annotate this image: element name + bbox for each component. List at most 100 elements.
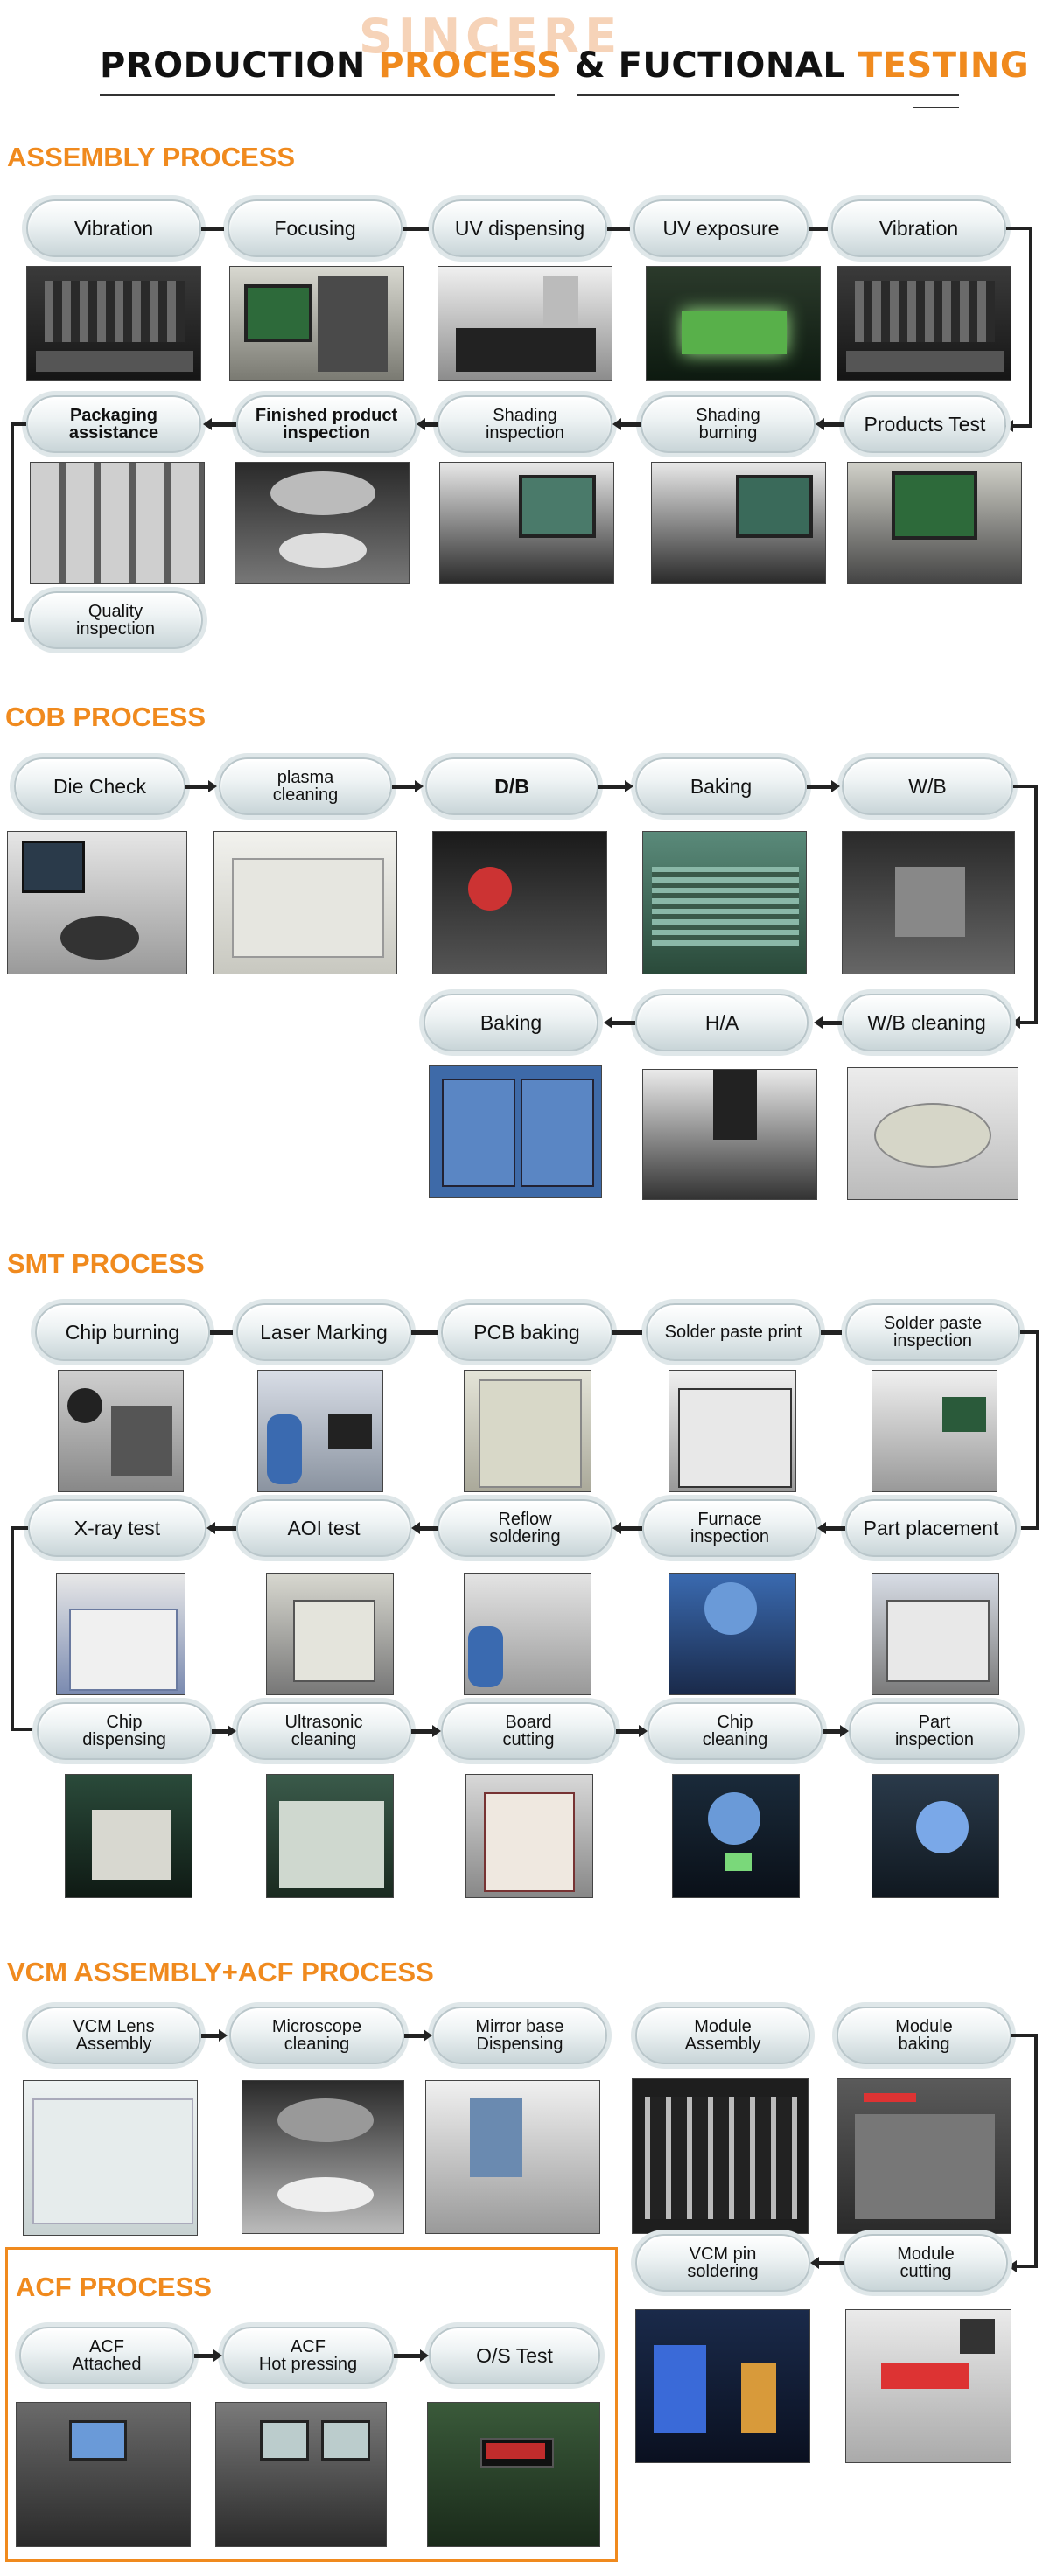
connector [10, 422, 14, 622]
smt-step-chip-burning: Chip burning [35, 1303, 210, 1361]
chip-cleaning-photo [672, 1774, 800, 1898]
connector [826, 1526, 845, 1531]
connector [807, 785, 833, 789]
assembly-step-finished-product-inspection: Finished product inspection [236, 395, 416, 453]
connector [10, 422, 26, 426]
connector [1020, 1330, 1040, 1334]
connector [425, 422, 438, 427]
vcm-section-title: VCM ASSEMBLY+ACF PROCESS [7, 1957, 434, 1987]
cob-step-baking-1: Baking [635, 757, 807, 815]
arrow-left-icon [206, 1522, 215, 1534]
smt-step-furnace-inspection: Furnace inspection [642, 1499, 817, 1557]
connector [1012, 2034, 1038, 2037]
cob-section-title: COB PROCESS [5, 702, 206, 732]
plasma-cleaning-photo [214, 831, 397, 974]
smt-step-chip-cleaning: Chip cleaning [648, 1702, 822, 1760]
acf-hot-pressing-photo [215, 2402, 387, 2547]
cob-step-db: D/B [425, 757, 598, 815]
connector [10, 1526, 14, 1731]
vcm-pin-soldering-photo [635, 2309, 810, 2463]
vcm-step-module-assembly: Module Assembly [635, 2007, 810, 2064]
connector [621, 1526, 642, 1531]
assembly-step-uv-exposure: UV exposure [634, 199, 808, 257]
vcm-step-mirror-base-dispensing: Mirror base Dispensing [432, 2007, 607, 2064]
acf-step-os-test: O/S Test [429, 2327, 600, 2384]
connector [394, 2354, 420, 2358]
connector [1017, 1526, 1040, 1530]
connector [411, 1729, 432, 1734]
arrow-left-icon [203, 418, 212, 430]
cob-step-wb-cleaning: W/B cleaning [842, 994, 1012, 1051]
smt-step-ultrasonic-cleaning: Ultrasonic cleaning [236, 1702, 411, 1760]
connector [411, 1330, 438, 1335]
connector [612, 1330, 642, 1335]
arrow-right-icon [214, 2349, 222, 2362]
title-underline-left [100, 94, 555, 96]
connector [822, 1729, 840, 1734]
connector [1034, 785, 1038, 1024]
arrow-right-icon [424, 2029, 432, 2042]
arrow-left-icon [810, 2257, 819, 2269]
smt-step-aoi-test: AOI test [236, 1499, 411, 1557]
connector [186, 785, 210, 789]
die-check-photo [7, 831, 187, 974]
assembly-step-uv-dispensing: UV dispensing [432, 199, 607, 257]
arrow-right-icon [639, 1725, 648, 1737]
connector [212, 1729, 229, 1734]
ha-photo [642, 1069, 817, 1200]
acf-process-box [5, 2247, 618, 2562]
board-cutting-photo [466, 1774, 593, 1898]
vcm-step-module-cutting: Module cutting [844, 2234, 1008, 2292]
arrow-right-icon [840, 1725, 849, 1737]
connector [821, 1330, 842, 1335]
connector [1006, 227, 1032, 230]
vcm-lens-assembly-photo [23, 2080, 198, 2236]
microscope-photo [234, 462, 410, 584]
wb-cleaning-photo [847, 1067, 1018, 1200]
arrow-right-icon [219, 2029, 228, 2042]
connector [201, 227, 224, 231]
connector [607, 227, 630, 231]
title-part-production: PRODUCTION [100, 45, 379, 86]
smt-step-laser-marking: Laser Marking [236, 1303, 411, 1361]
arrow-right-icon [831, 780, 840, 792]
connector [1018, 1021, 1038, 1024]
assembly-step-vibration-1: Vibration [26, 199, 201, 257]
connector [215, 1526, 236, 1531]
smt-step-reflow-soldering: Reflow soldering [438, 1499, 612, 1557]
aoi-photo [266, 1573, 394, 1695]
acf-attached-photo [16, 2402, 191, 2547]
connector [194, 2354, 214, 2358]
arrow-left-icon [604, 1016, 612, 1029]
connector [1015, 2265, 1038, 2268]
title-part-process: PROCESS [378, 45, 563, 86]
arrow-left-icon [814, 1016, 822, 1029]
acf-section-title: ACF PROCESS [16, 2272, 212, 2302]
vcm-step-module-baking: Module baking [836, 2007, 1012, 2064]
cob-step-ha: H/A [635, 994, 808, 1051]
db-photo [432, 831, 607, 974]
vibration-machine-photo-2 [836, 266, 1012, 381]
connector [1012, 424, 1032, 428]
assembly-step-shading-inspection: Shading inspection [438, 395, 612, 453]
title-underline-tail [914, 107, 959, 108]
part-placement-photo [872, 1573, 999, 1695]
shading-inspection-photo [439, 462, 614, 584]
connector [392, 785, 416, 789]
arrow-right-icon [420, 2349, 429, 2362]
packaging-photo [30, 462, 205, 584]
connector [819, 2261, 844, 2265]
smt-step-pcb-baking: PCB baking [441, 1303, 612, 1361]
smt-step-solder-paste-inspection: Solder paste inspection [845, 1303, 1020, 1361]
connector [822, 1021, 842, 1025]
title-part-testing: TESTING [858, 45, 1030, 86]
connector [402, 227, 429, 231]
connector [420, 1526, 438, 1531]
arrow-left-icon [817, 1522, 826, 1534]
xray-photo [56, 1573, 186, 1695]
arrow-left-icon [612, 418, 621, 430]
arrow-left-icon [411, 1522, 420, 1534]
connector [598, 785, 625, 789]
arrow-left-icon [816, 418, 824, 430]
arrow-right-icon [208, 780, 217, 792]
